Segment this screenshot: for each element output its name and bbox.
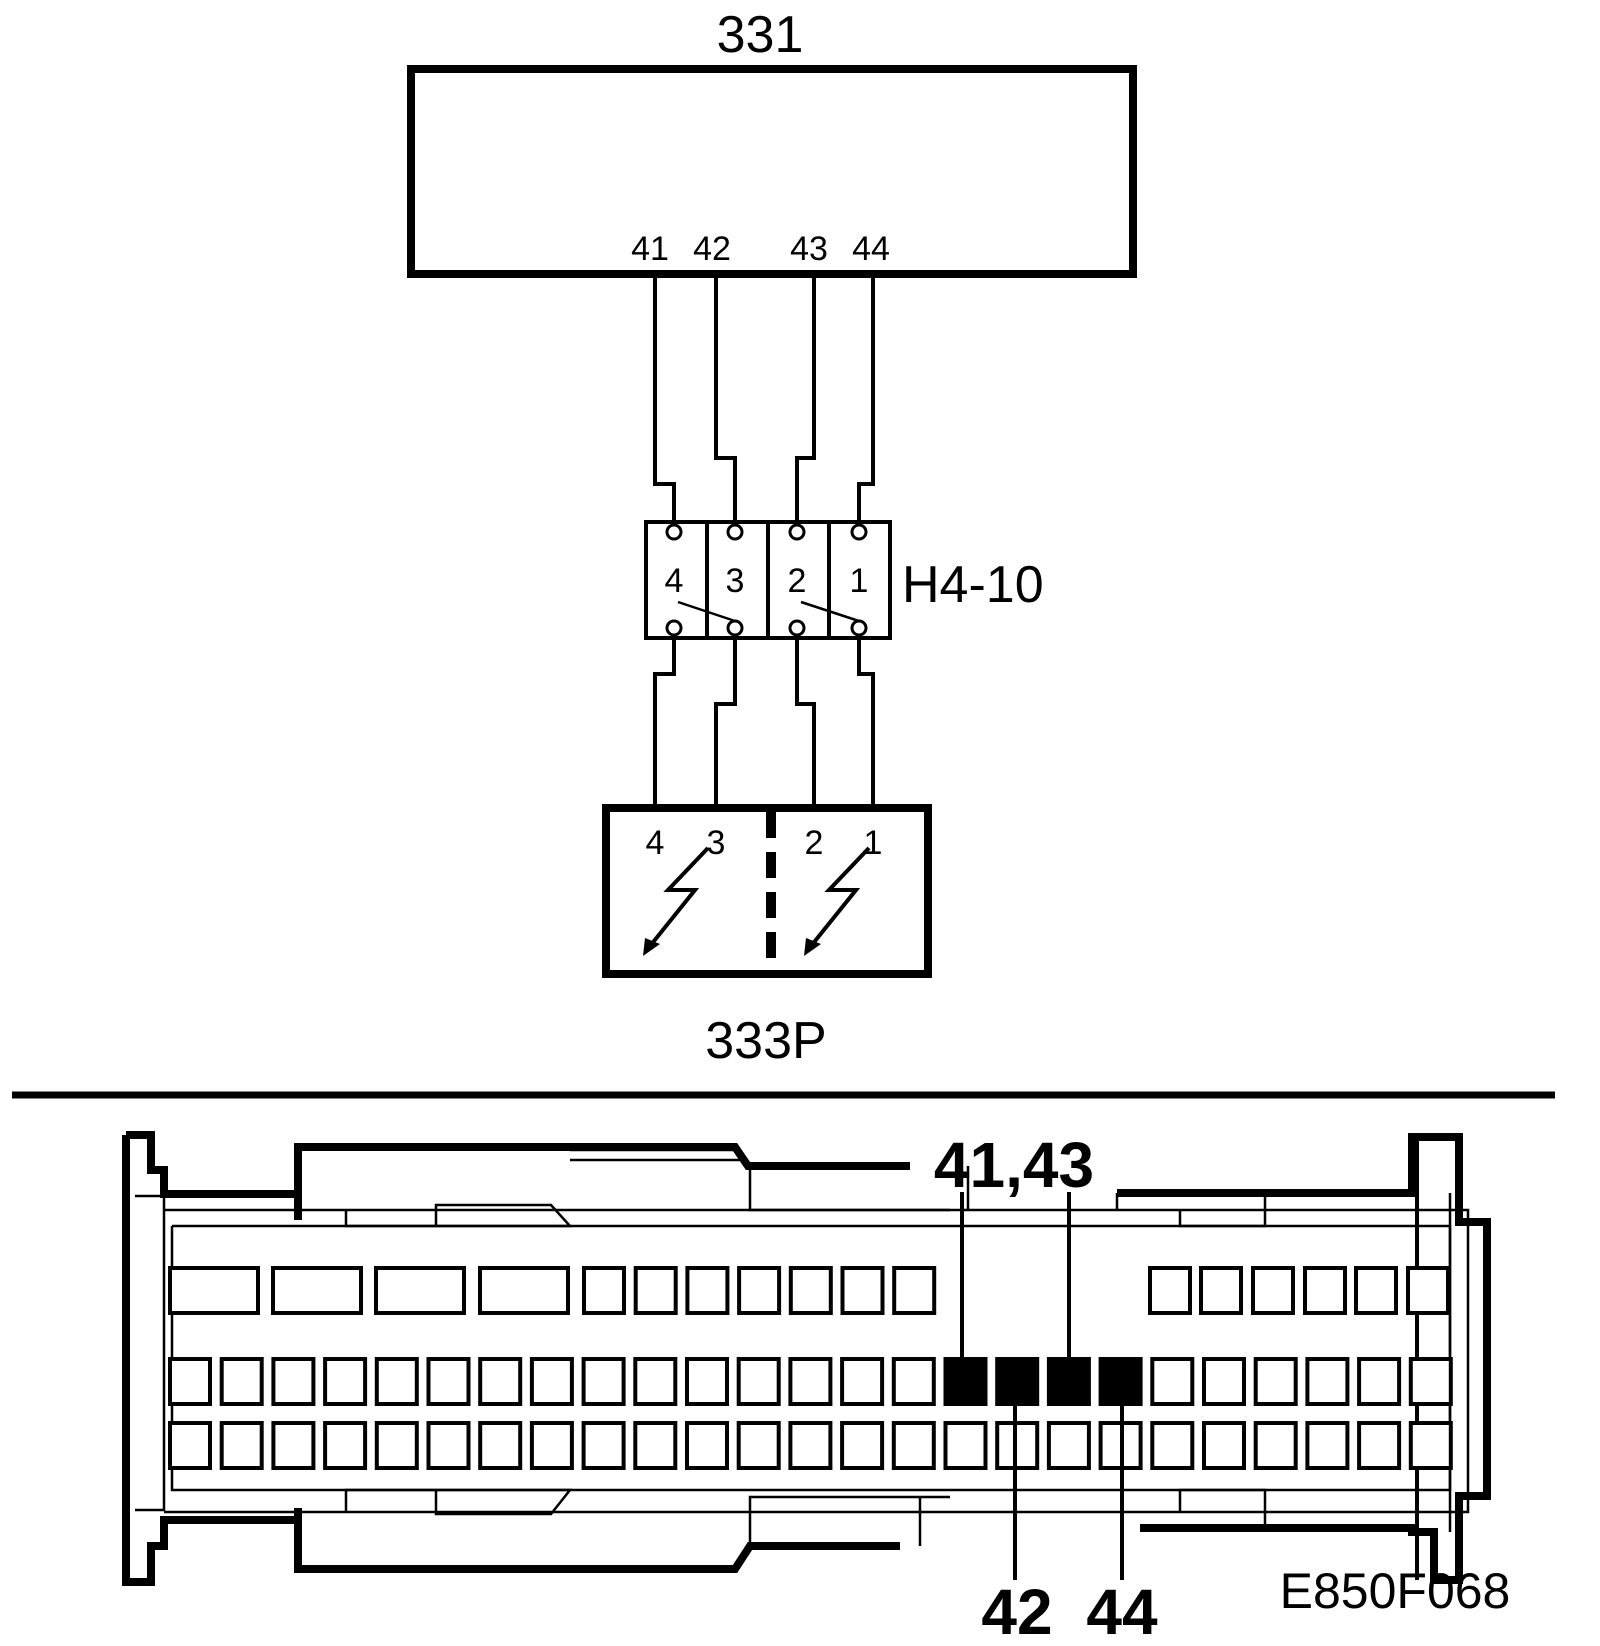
pin-slot: [633, 1421, 678, 1470]
pin-slot: [374, 1357, 419, 1406]
pin-slot: [685, 1421, 729, 1470]
pin-slot: [943, 1421, 988, 1470]
pin-slot: [1305, 1357, 1350, 1406]
pin-slot: [323, 1357, 368, 1406]
ecu-pin-42: 42: [693, 230, 731, 268]
pin-slot: [892, 1266, 937, 1315]
pin-slot: [1046, 1421, 1091, 1470]
pin-slot-wide: [168, 1266, 260, 1315]
pin-slot: [633, 1266, 678, 1315]
ecu-connector-pin-grid: [168, 1266, 1453, 1470]
pin-slot: [478, 1421, 523, 1470]
pin-slot: [1357, 1357, 1402, 1406]
ecu-pin-41: 41: [631, 230, 669, 268]
pin-slot: [891, 1357, 936, 1406]
sensor-333p: [602, 804, 932, 978]
pin-slot: [323, 1421, 368, 1470]
callout-leaders: [960, 1192, 1124, 1580]
pin-slot: [1150, 1357, 1195, 1406]
ecu-pin-43: 43: [790, 230, 828, 268]
pin-slot: [1150, 1421, 1195, 1470]
pin-slot: [1251, 1266, 1295, 1315]
pin-slot: [529, 1357, 574, 1406]
pin-slot: [1305, 1421, 1350, 1470]
pin-slot: [374, 1421, 419, 1470]
pin-slot: [426, 1421, 471, 1470]
pin-slot: [736, 1357, 781, 1406]
lower-wires: [653, 638, 875, 808]
pin-slot: [891, 1421, 936, 1470]
pin-slot: [788, 1357, 833, 1406]
h4-10-label: H4-10: [902, 556, 1044, 614]
pin-slot: [840, 1266, 885, 1315]
pin-slot-highlighted: [995, 1357, 1040, 1406]
pin-slot: [1408, 1357, 1453, 1406]
sensor-pin-1: 1: [864, 824, 883, 862]
callout-41-43: 41,43: [934, 1129, 1094, 1201]
sensor-label: 333P: [705, 1012, 826, 1070]
pin-slot: [426, 1357, 471, 1406]
pin-slot-wide: [271, 1266, 363, 1315]
pin-slot: [1303, 1266, 1347, 1315]
pin-slot-wide: [374, 1266, 466, 1315]
pin-slot: [788, 1421, 833, 1470]
pin-slot: [219, 1357, 264, 1406]
pin-slot: [478, 1357, 523, 1406]
pin-slot: [736, 1421, 781, 1470]
upper-wires: [653, 275, 875, 520]
figure-code: E850F068: [1280, 1563, 1511, 1619]
pin-slot: [271, 1421, 316, 1470]
pin-slot-wide: [478, 1266, 570, 1315]
pin-slot: [1354, 1266, 1398, 1315]
ecu-connector-outline: [122, 1131, 1491, 1586]
pin-slot: [1199, 1266, 1243, 1315]
pin-slot: [219, 1421, 264, 1470]
pin-slot: [1202, 1357, 1246, 1406]
pin-slot: [1408, 1421, 1453, 1470]
h4-10-connector: [644, 520, 892, 640]
pin-slot: [581, 1357, 626, 1406]
pin-slot: [788, 1266, 833, 1315]
pin-slot: [685, 1357, 729, 1406]
ecu-box: [407, 65, 1137, 278]
ecu-pin-44: 44: [852, 230, 890, 268]
pin-slot: [1406, 1266, 1450, 1315]
pin-slot: [1253, 1421, 1298, 1470]
pin-slot: [1357, 1421, 1402, 1470]
sensor-pin-2: 2: [805, 824, 824, 862]
pin-slot: [1148, 1266, 1192, 1315]
pin-slot: [529, 1421, 574, 1470]
pin-slot-highlighted: [943, 1357, 988, 1406]
pin-slot: [271, 1357, 316, 1406]
pin-slot: [995, 1421, 1040, 1470]
pin-slot: [1202, 1421, 1246, 1470]
sensor-pin-4: 4: [646, 824, 665, 862]
sensor-pin-3: 3: [707, 824, 726, 862]
callout-44: 44: [1086, 1576, 1158, 1646]
pin-slot: [581, 1421, 626, 1470]
h4-10-pin-1: 1: [850, 562, 869, 600]
pin-slot: [840, 1357, 885, 1406]
pin-slot: [737, 1266, 782, 1315]
ecu-label: 331: [717, 6, 804, 64]
h4-10-pin-2: 2: [788, 562, 807, 600]
pin-slot: [633, 1357, 678, 1406]
pin-slot: [685, 1266, 730, 1315]
h4-10-pin-3: 3: [726, 562, 745, 600]
pin-slot: [1253, 1357, 1298, 1406]
pin-slot: [840, 1421, 885, 1470]
pin-slot: [582, 1266, 626, 1315]
callout-42: 42: [981, 1576, 1052, 1646]
pin-slot: [168, 1357, 212, 1406]
pin-slot: [168, 1421, 212, 1470]
h4-10-pin-4: 4: [665, 562, 684, 600]
